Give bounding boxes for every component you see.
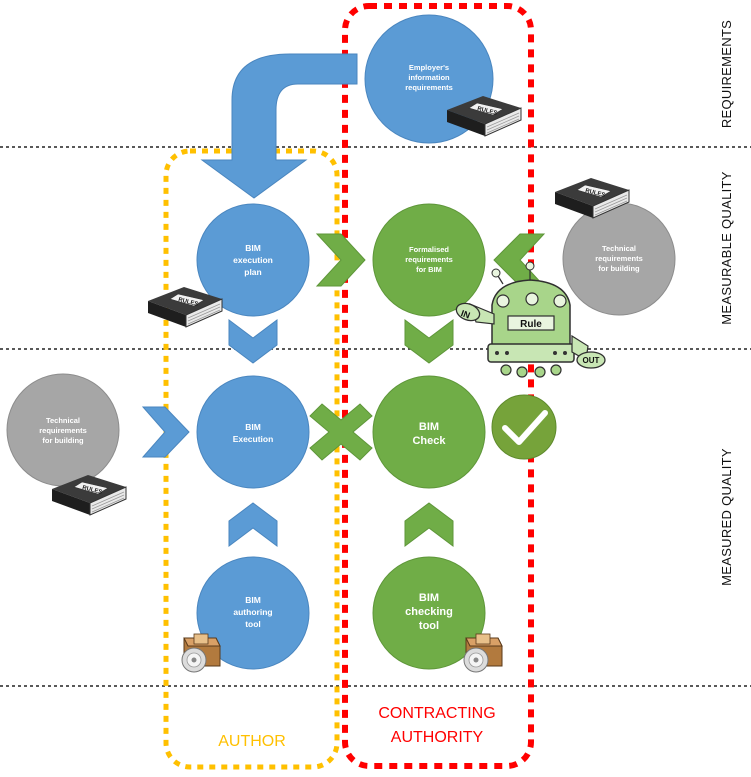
svg-text:requirements: requirements: [595, 254, 643, 263]
chevron-down-plan-to-execution: [228, 319, 278, 364]
svg-text:Technical: Technical: [602, 244, 636, 253]
bim-check-node: [372, 375, 486, 489]
svg-text:IN: IN: [460, 308, 472, 320]
svg-text:BIM: BIM: [419, 592, 439, 604]
band-label-requirements: REQUIREMENTS: [719, 20, 734, 128]
svg-text:for building: for building: [598, 264, 640, 273]
svg-text:for building: for building: [42, 436, 84, 445]
bim-check-label: BIM Check: [412, 421, 446, 447]
svg-text:RULES: RULES: [477, 106, 498, 117]
software-box-icon: [181, 633, 221, 673]
svg-text:requirements: requirements: [405, 83, 453, 92]
svg-text:BIM: BIM: [419, 421, 439, 433]
band-label-measured-quality: MEASURED QUALITY: [719, 448, 734, 586]
rules-book-icon: RULES: [446, 95, 522, 137]
employer-requirements-label: Employer's information requirements: [405, 63, 453, 92]
band-separators: [0, 146, 751, 687]
svg-text:requirements: requirements: [39, 426, 87, 435]
svg-text:Rule: Rule: [520, 319, 542, 330]
svg-text:Execution: Execution: [233, 434, 274, 444]
software-box-icon: [463, 633, 503, 673]
svg-text:RULES: RULES: [82, 485, 103, 496]
bim-execution-label: BIM Execution: [233, 422, 274, 444]
svg-text:OUT: OUT: [583, 356, 600, 365]
contracting-authority-label-line2: AUTHORITY: [391, 729, 484, 746]
svg-text:execution: execution: [233, 255, 273, 265]
svg-text:Technical: Technical: [46, 416, 80, 425]
svg-text:requirements: requirements: [405, 255, 453, 264]
formalised-requirements-node: [372, 203, 486, 317]
bim-checking-tool-node: [372, 556, 486, 670]
bim-execution-plan-node: [196, 203, 310, 317]
contracting-authority-label-line1: CONTRACTING: [378, 705, 495, 722]
author-label: AUTHOR: [218, 733, 286, 750]
chevron-left-technical-to-formalised: [493, 233, 546, 287]
chevron-down-formalised-to-check: [404, 319, 454, 364]
svg-text:Check: Check: [412, 435, 446, 447]
chevron-up-checking-to-check: [404, 502, 454, 547]
bim-authoring-tool-node: [196, 556, 310, 670]
svg-text:Formalised: Formalised: [409, 245, 449, 254]
bim-checking-tool-label: BIM checking tool: [405, 592, 453, 632]
bim-execution-node: [196, 375, 310, 489]
svg-text:RULES: RULES: [178, 297, 199, 308]
svg-text:BIM: BIM: [245, 422, 261, 432]
bim-authoring-tool-label: BIM authoring tool: [233, 595, 272, 629]
formalised-requirements-label: Formalised requirements for BIM: [405, 245, 453, 274]
svg-text:information: information: [408, 73, 450, 82]
checkmark-icon: [491, 394, 557, 460]
cross-icon: [309, 403, 373, 461]
technical-requirements-left-label: Technical requirements for building: [39, 416, 87, 445]
rule-robot-icon: Rule IN OUT: [455, 261, 606, 378]
chevron-right-plan-to-formalised: [315, 233, 366, 287]
technical-requirements-right-label: Technical requirements for building: [595, 244, 643, 273]
contracting-authority-container: [342, 3, 534, 769]
svg-text:plan: plan: [244, 267, 261, 277]
svg-text:RULES: RULES: [585, 188, 606, 199]
svg-text:Employer's: Employer's: [409, 63, 449, 72]
svg-text:authoring: authoring: [233, 607, 272, 617]
svg-text:BIM: BIM: [245, 243, 261, 253]
rules-book-icon: RULES: [51, 474, 127, 516]
band-label-measurable-quality: MEASURABLE QUALITY: [719, 171, 734, 325]
svg-text:checking: checking: [405, 606, 453, 618]
rules-book-icon: RULES: [147, 286, 223, 328]
svg-text:tool: tool: [419, 620, 439, 632]
svg-text:BIM: BIM: [245, 595, 261, 605]
bim-execution-plan-label: BIM execution plan: [233, 243, 273, 277]
rules-book-icon: RULES: [554, 177, 630, 219]
bent-arrow-employer-to-plan: [200, 53, 358, 199]
svg-text:tool: tool: [245, 619, 261, 629]
svg-text:for BIM: for BIM: [416, 265, 442, 274]
chevron-right-technical-to-execution: [141, 406, 190, 458]
chevron-up-authoring-to-execution: [228, 502, 278, 547]
